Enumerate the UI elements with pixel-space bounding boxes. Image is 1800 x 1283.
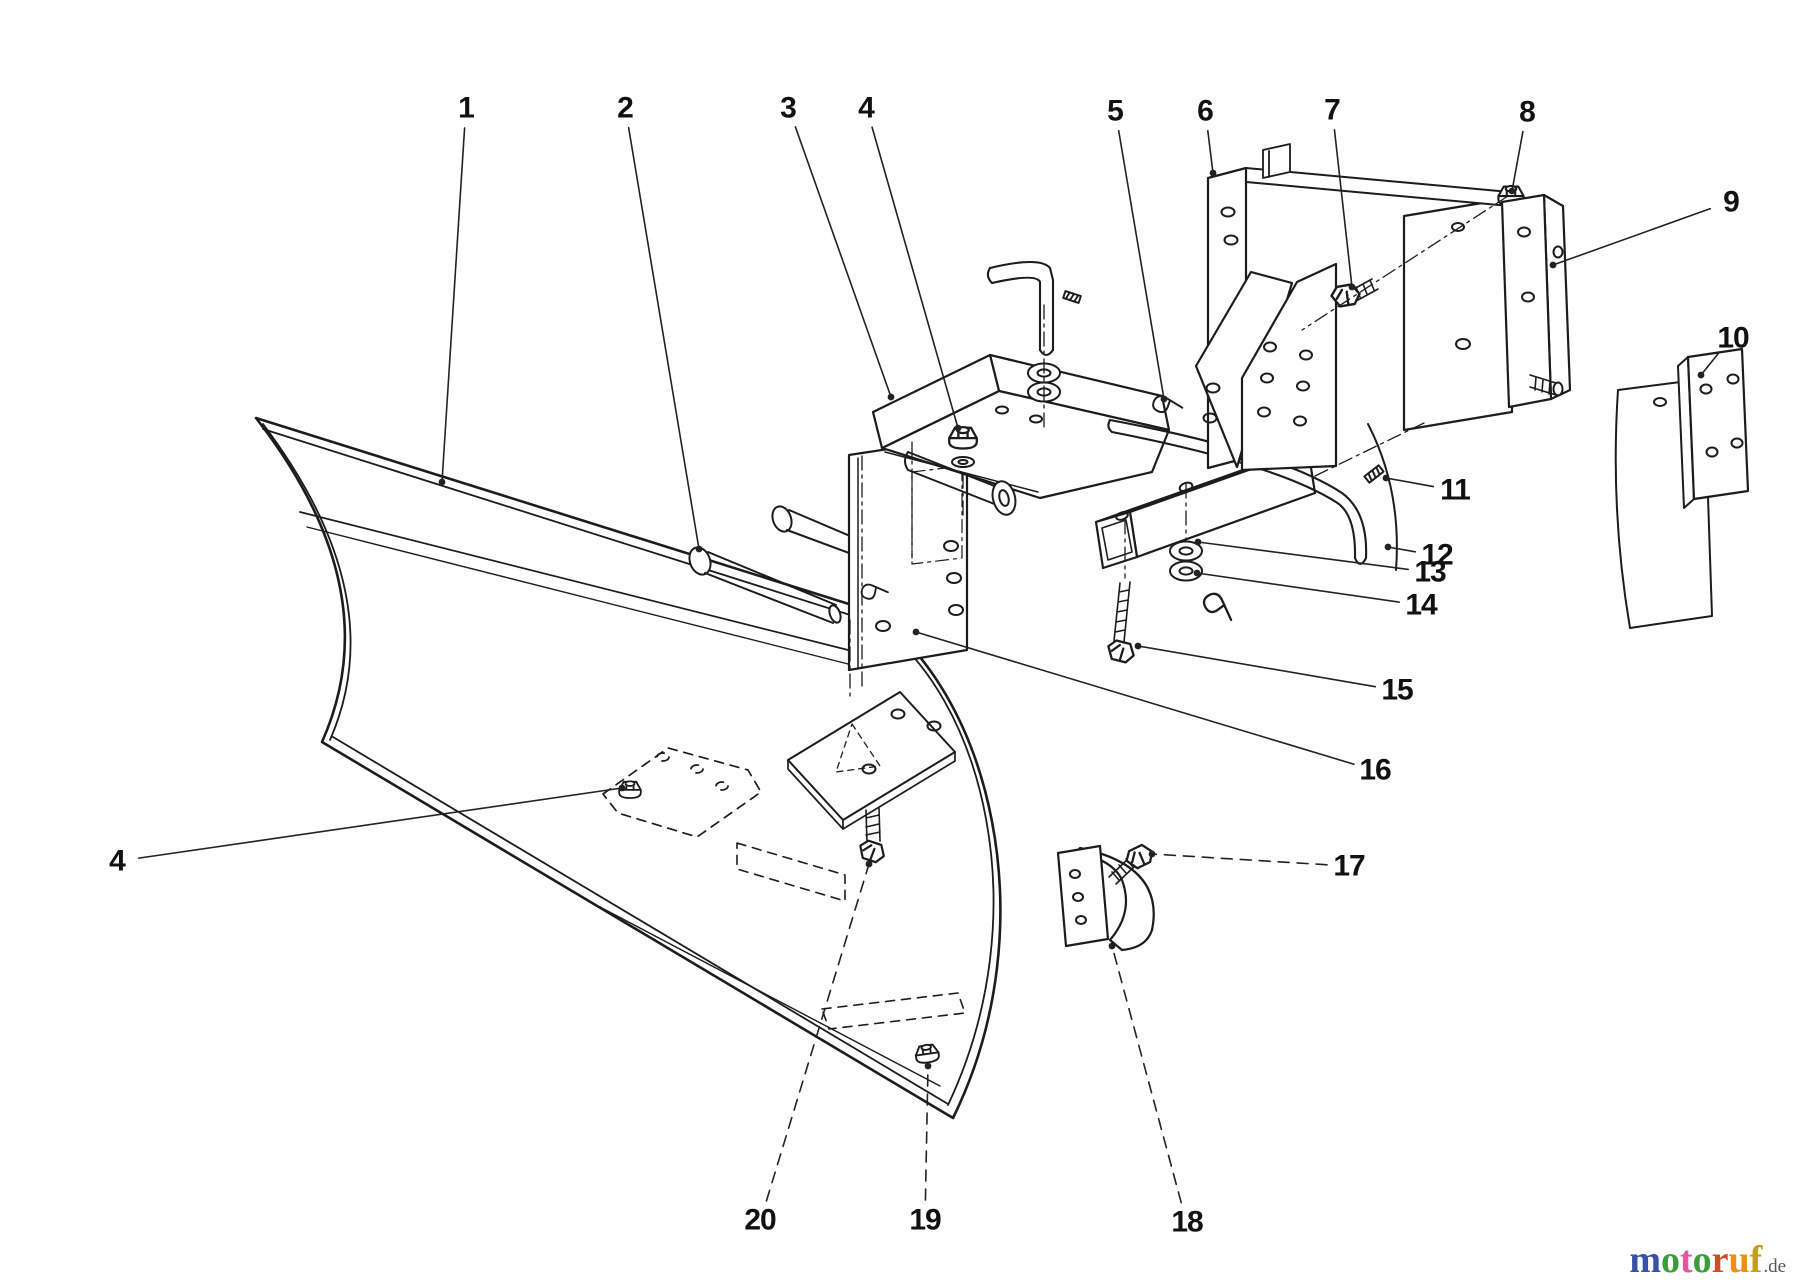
- callout-number-4: 4: [858, 92, 875, 125]
- callout-number-16: 16: [1359, 754, 1391, 787]
- callout-leader-17: [1151, 853, 1328, 866]
- callout-dot-7: [1348, 283, 1356, 291]
- watermark-letter: u: [1728, 1239, 1750, 1281]
- callout-dot-18: [1108, 942, 1116, 950]
- callout-dot-17: [1148, 850, 1156, 858]
- skid-shoe: [1056, 844, 1155, 952]
- callout-number-19: 19: [909, 1204, 941, 1237]
- callout-number-20: 20: [744, 1204, 776, 1237]
- callout-leader-12: [1387, 546, 1417, 553]
- callout-dot-6: [1209, 169, 1217, 177]
- callout-dot-4: [618, 784, 626, 792]
- callout-number-4: 4: [109, 845, 126, 878]
- latch-plate-hidden: [602, 747, 762, 838]
- callout-leader-10: [1700, 352, 1720, 376]
- callout-number-18: 18: [1171, 1206, 1203, 1239]
- callout-number-17: 17: [1333, 850, 1365, 883]
- angle-plate-right: [1500, 193, 1572, 409]
- callout-leader-5: [1117, 129, 1165, 400]
- callout-dot-9: [1549, 261, 1557, 269]
- callout-dot-4: [954, 424, 962, 432]
- a-frame-plates: [1194, 262, 1338, 472]
- callout-leader-13: [1197, 541, 1409, 571]
- callout-leader-11: [1385, 477, 1435, 488]
- watermark-wordmark: motoruf: [1629, 1241, 1762, 1279]
- callout-leader-2: [627, 126, 700, 550]
- callout-leader-14: [1196, 572, 1401, 603]
- callout-leader-16: [915, 631, 1355, 766]
- watermark-letter: m: [1629, 1239, 1661, 1281]
- long-hex-bolt: [1107, 581, 1135, 664]
- bent-lift-rod: [1107, 418, 1368, 566]
- callout-number-3: 3: [780, 92, 796, 125]
- callout-leader-20: [765, 863, 870, 1202]
- callout-leader-7: [1333, 129, 1353, 288]
- angle-bracket-small: [1677, 347, 1750, 509]
- callout-number-10: 10: [1717, 322, 1749, 355]
- callout-leader-8: [1511, 130, 1524, 192]
- callout-dot-19: [924, 1062, 932, 1070]
- callout-dot-16: [912, 628, 920, 636]
- watermark-letter: r: [1711, 1239, 1729, 1281]
- callout-dot-2: [695, 545, 703, 553]
- pivot-sleeve: [904, 451, 1017, 516]
- callout-dot-10: [1697, 371, 1705, 379]
- blade-mounting-plate: [787, 691, 956, 830]
- callout-leader-19: [924, 1065, 929, 1201]
- callout-number-7: 7: [1324, 94, 1340, 127]
- swivel-frame-plate: [847, 435, 969, 672]
- callout-leader-4: [871, 126, 959, 429]
- hitch-pin: [986, 261, 1082, 357]
- callout-number-5: 5: [1107, 95, 1123, 128]
- callout-leader-15: [1137, 645, 1377, 688]
- callout-leader-4: [137, 787, 623, 859]
- callout-leader-3: [794, 126, 892, 398]
- watermark-logo: motoruf .de: [1629, 1241, 1786, 1279]
- callout-number-15: 15: [1381, 674, 1413, 707]
- callout-dot-20: [865, 860, 873, 868]
- callout-leader-6: [1207, 130, 1214, 174]
- callout-number-2: 2: [617, 92, 633, 125]
- callout-number-6: 6: [1197, 95, 1213, 128]
- callout-number-11: 11: [1440, 474, 1470, 507]
- watermark-letter: t: [1679, 1239, 1693, 1281]
- shoe-bolt: [1108, 838, 1158, 885]
- callout-number-1: 1: [458, 92, 474, 125]
- callout-leader-9: [1552, 207, 1712, 266]
- channel-bracket: [871, 353, 1171, 500]
- watermark-suffix: .de: [1763, 1256, 1786, 1277]
- callout-dot-5: [1160, 395, 1168, 403]
- watermark-letter: f: [1749, 1239, 1763, 1281]
- callout-number-12: 12: [1421, 539, 1453, 572]
- callout-leader-1: [441, 127, 466, 483]
- roll-pin: [1363, 464, 1385, 484]
- hairpin-cotter: [1200, 590, 1238, 622]
- callout-dot-8: [1508, 187, 1516, 195]
- callout-leader-18: [1111, 945, 1183, 1204]
- callout-dot-12: [1384, 543, 1392, 551]
- callout-number-13: 13: [1414, 556, 1446, 589]
- watermark-letter: o: [1660, 1239, 1680, 1281]
- callout-dot-14: [1193, 569, 1201, 577]
- callout-number-14: 14: [1405, 589, 1438, 622]
- callout-number-9: 9: [1723, 186, 1739, 219]
- channel-nut-and-washer: [948, 425, 978, 468]
- callout-dot-1: [438, 478, 446, 486]
- hidden-bars: [736, 842, 966, 1030]
- callout-dot-11: [1382, 474, 1390, 482]
- hex-bolt: [1327, 278, 1379, 313]
- assembly-axes: [849, 195, 1509, 701]
- callout-number-8: 8: [1519, 96, 1535, 129]
- carriage-bolt: [858, 807, 886, 864]
- callout-dot-13: [1194, 538, 1202, 546]
- blade-moldboard: [254, 416, 1002, 1120]
- watermark-letter: o: [1692, 1239, 1712, 1281]
- callout-dot-3: [887, 393, 895, 401]
- callout-dot-15: [1134, 642, 1142, 650]
